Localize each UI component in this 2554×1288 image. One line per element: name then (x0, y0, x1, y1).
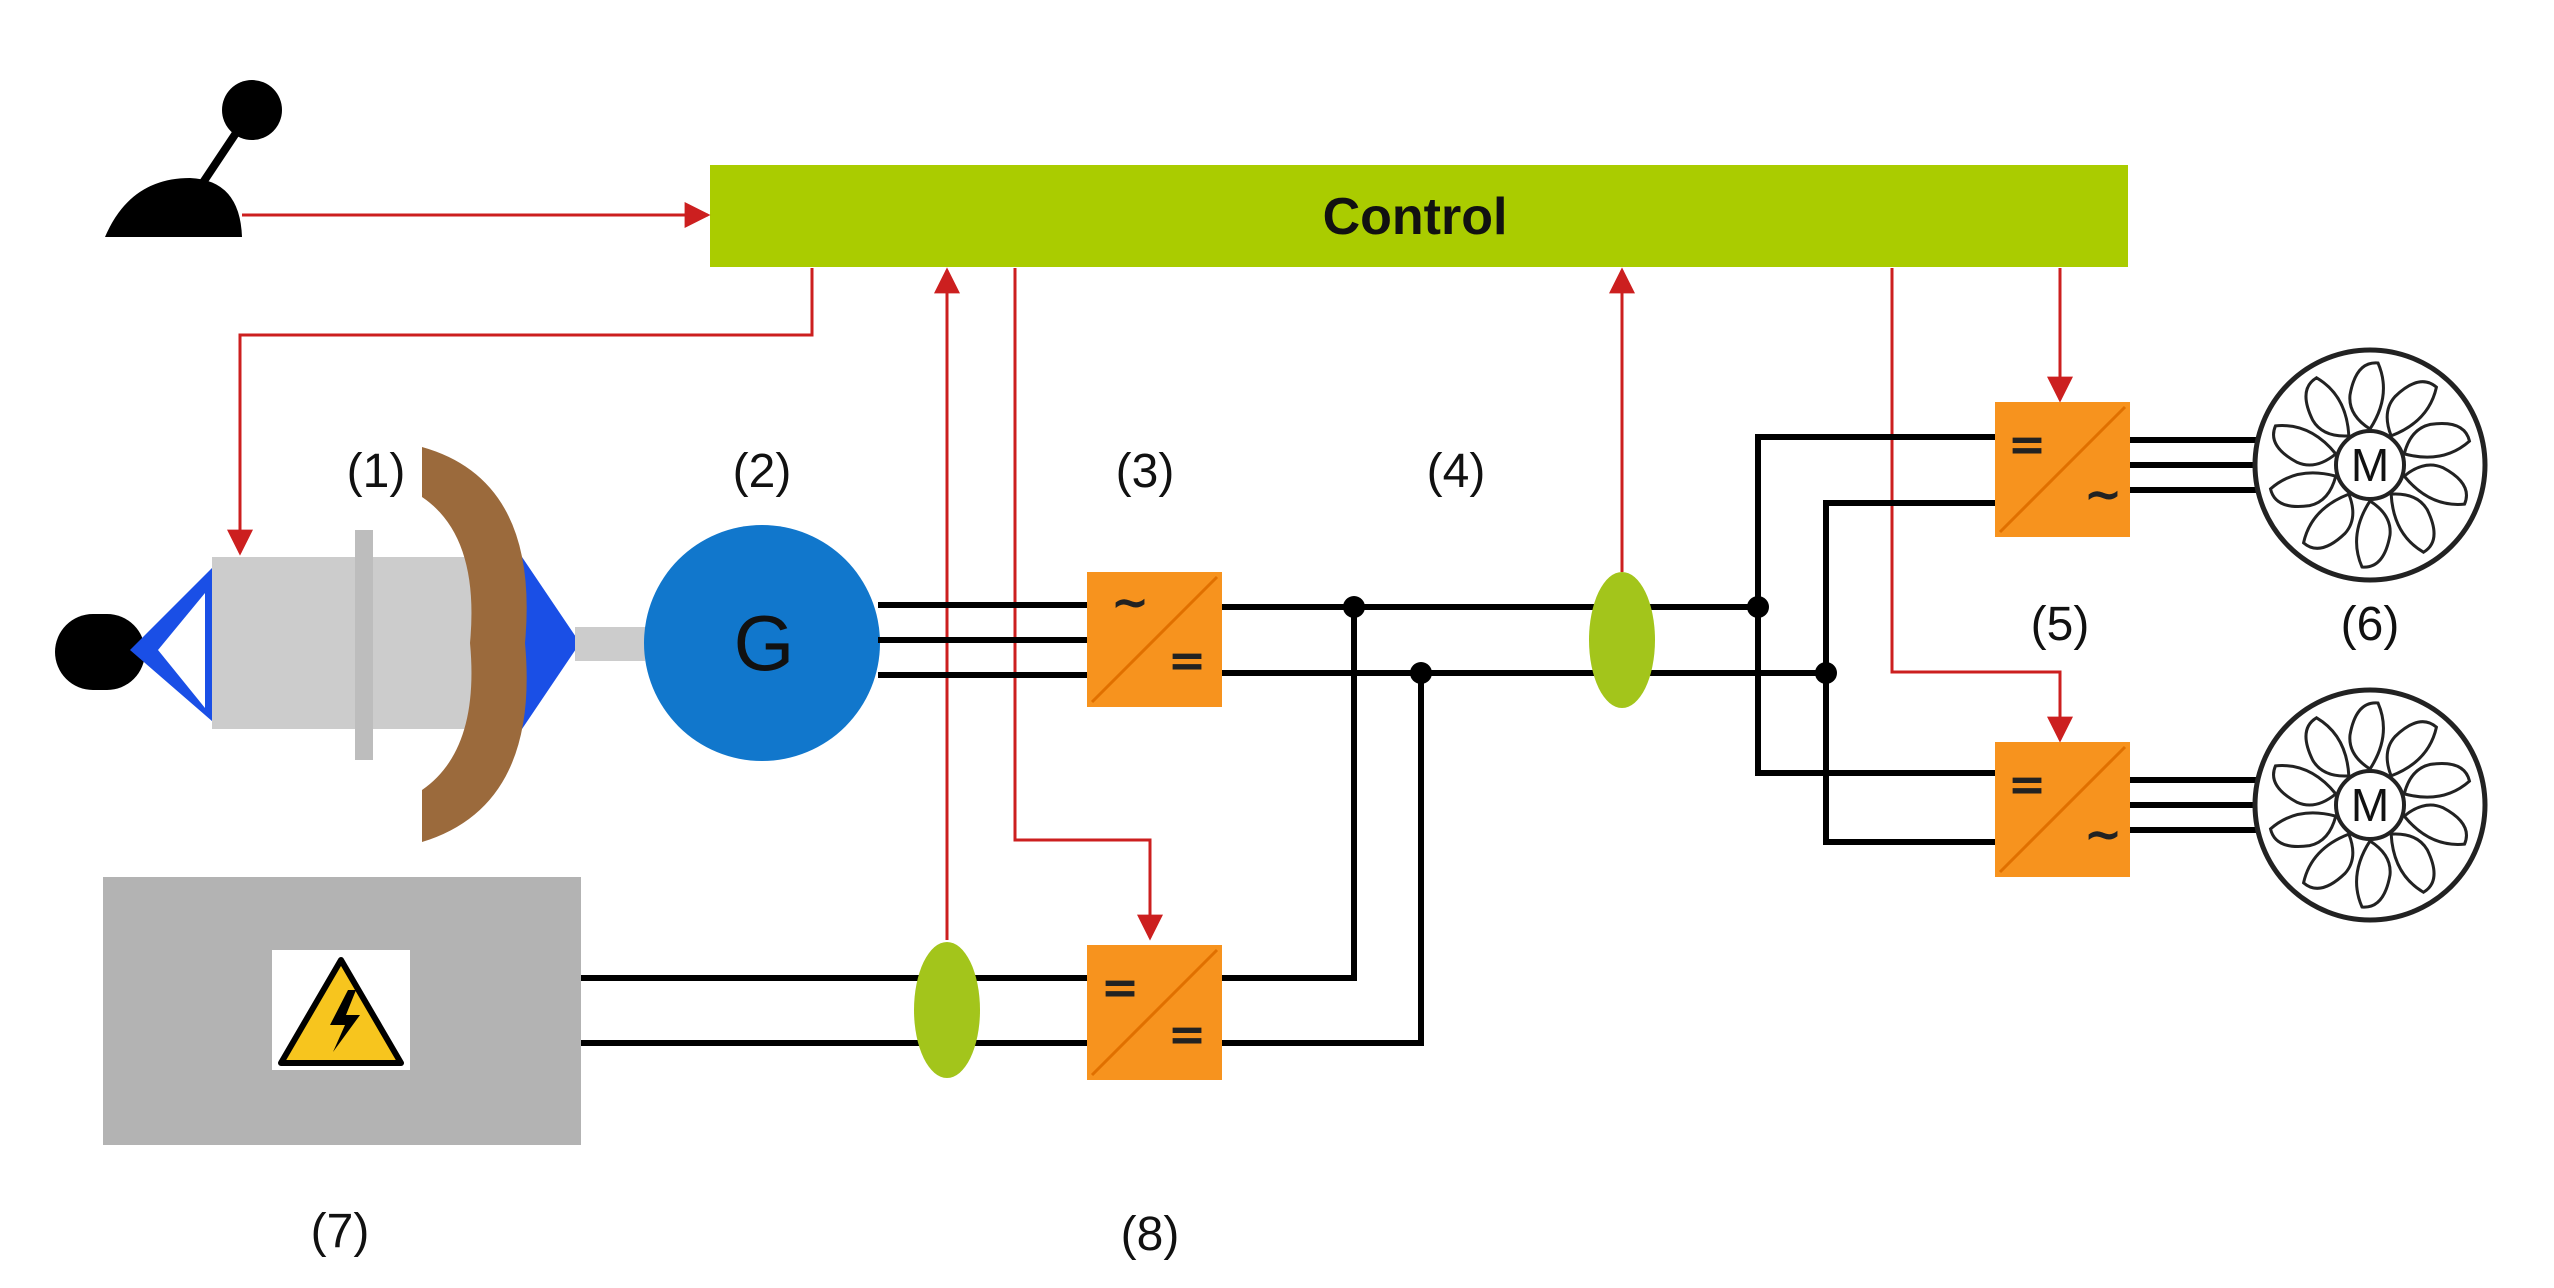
label-dc-bus: (4) (1427, 445, 1486, 498)
fan-blade (2301, 492, 2355, 550)
label-engine: (1) (347, 445, 406, 498)
label-dc-dc-converter: (8) (1121, 1208, 1180, 1261)
fan-blade (2304, 376, 2351, 438)
fan-blade (2272, 424, 2338, 467)
dcdc-input-symbol: = (1101, 960, 1140, 1014)
fan-motor-icon: M (2252, 347, 2488, 583)
battery-pack (103, 877, 581, 1145)
fan-blade (2402, 422, 2472, 459)
dc-dc-converter: = = (1087, 945, 1222, 1080)
generator-symbol: G (734, 599, 795, 687)
fan-blade (2268, 471, 2338, 508)
fan-blade (2301, 832, 2355, 890)
generator: G (644, 525, 880, 761)
motor-2-symbol: M (2351, 779, 2389, 831)
fan-motor-icon: M (2252, 687, 2488, 923)
fan-blade (2402, 463, 2468, 506)
battery-current-sensor (914, 942, 980, 1078)
signal-control-to-engine (227, 268, 814, 556)
high-voltage-warning-icon (278, 957, 404, 1066)
bus-current-sensor (1589, 572, 1655, 708)
fan-blade (2348, 361, 2385, 432)
inverter-2: = ~ (1995, 742, 2130, 877)
fan-blade (2304, 716, 2351, 778)
inverter-1-ac-symbol: ~ (2084, 467, 2123, 521)
power-wiring (580, 434, 2256, 1046)
control-bar (710, 165, 2128, 267)
fan-blade (2385, 380, 2439, 438)
inverter-1-dc-symbol: = (2008, 417, 2047, 471)
signal-control-to-converter-8 (1013, 268, 1163, 941)
dcdc-output-symbol: = (1168, 1007, 1207, 1061)
fan-blade (2402, 762, 2472, 799)
fan-blade (2389, 492, 2436, 554)
label-generator: (2) (733, 445, 792, 498)
signal-control-to-inverter-2 (1890, 268, 2073, 743)
label-motors: (6) (2341, 598, 2400, 651)
control-unit: Control (710, 165, 2128, 267)
fan-blade (2272, 764, 2338, 807)
generator-circle (644, 525, 880, 761)
propeller-blade (422, 447, 527, 842)
rectifier-ac-dc: ~ = (1087, 572, 1222, 707)
label-battery: (7) (311, 1205, 370, 1258)
rectifier-ac-symbol: ~ (1111, 575, 1150, 629)
fan-blade (2268, 811, 2338, 848)
throttle-lever-icon (105, 80, 282, 237)
fan-blade (2355, 838, 2392, 909)
fan-blade (2348, 701, 2385, 772)
inverter-2-ac-symbol: ~ (2084, 807, 2123, 861)
fan-blade (2385, 720, 2439, 778)
motor-1-symbol: M (2351, 439, 2389, 491)
rectifier-dc-symbol: = (1168, 633, 1207, 687)
fan-blade (2355, 498, 2392, 569)
inverter-2-dc-symbol: = (2008, 757, 2047, 811)
fan-blade (2402, 803, 2468, 846)
inverter-1: = ~ (1995, 402, 2130, 537)
label-inverters: (5) (2031, 598, 2090, 651)
control-label: Control (1323, 188, 1508, 246)
fan-blade (2389, 832, 2436, 894)
label-rectifier: (3) (1116, 445, 1175, 498)
turbine-engine (55, 447, 645, 842)
